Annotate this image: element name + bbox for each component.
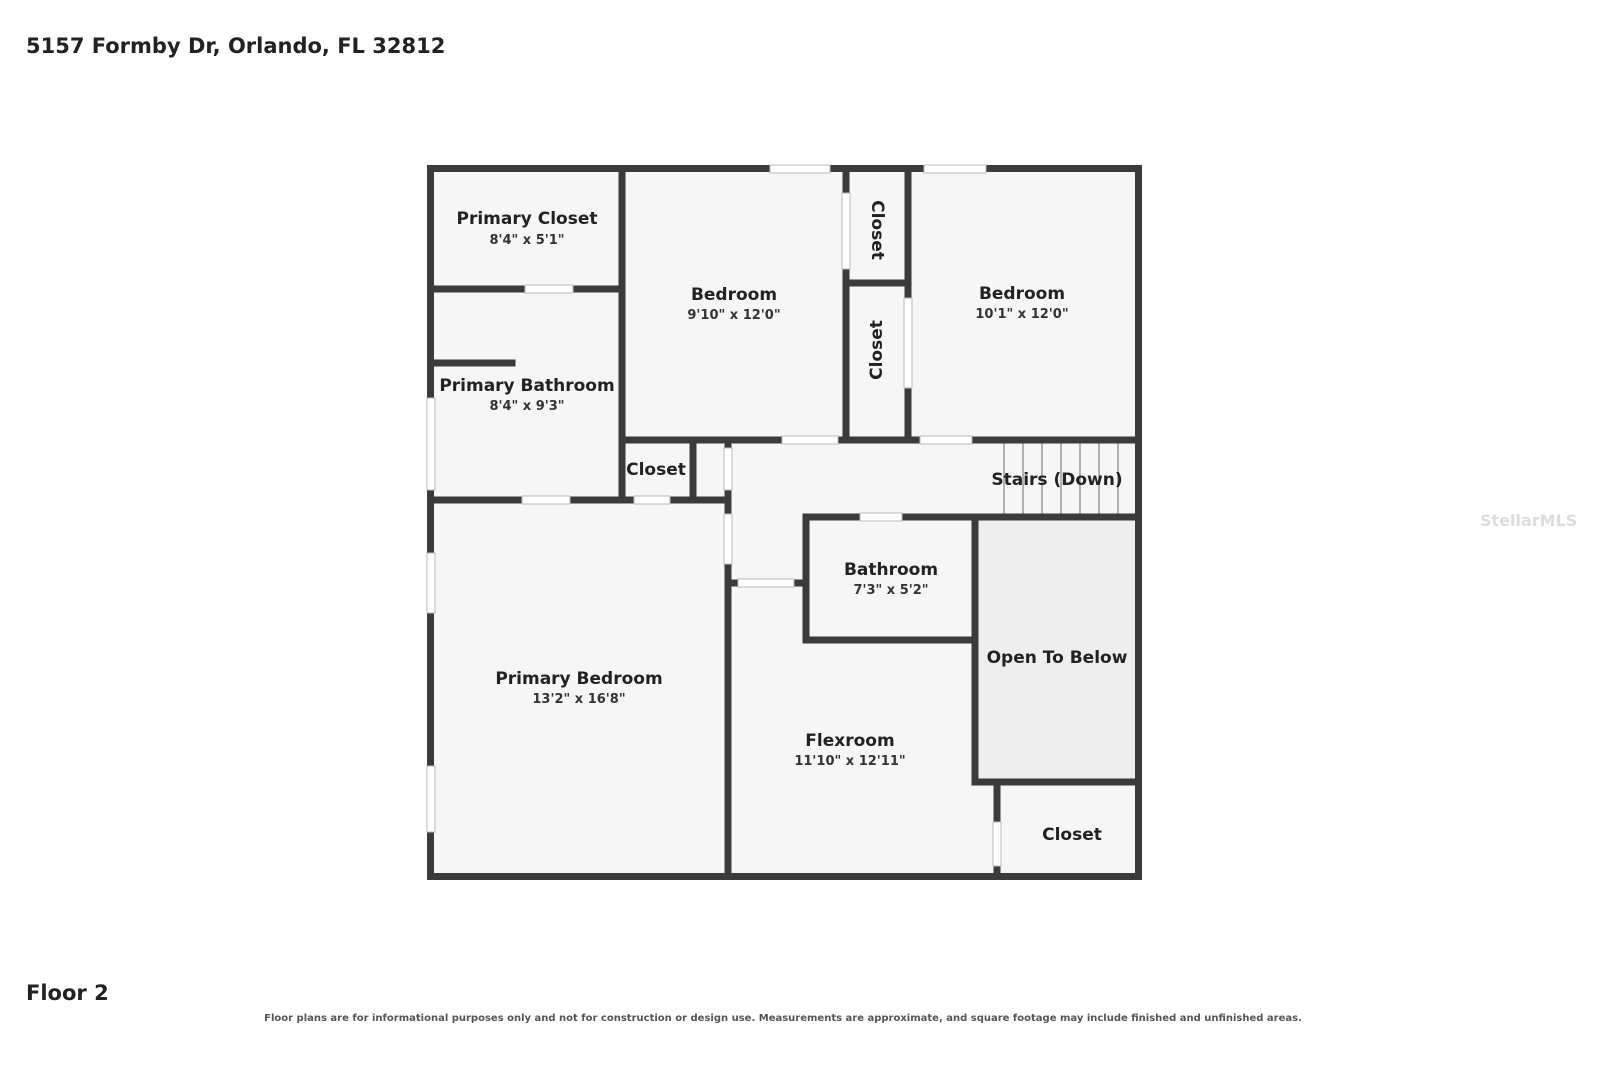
room-name: Bedroom xyxy=(979,284,1065,304)
window xyxy=(426,397,436,491)
doorway xyxy=(737,578,795,588)
room-dimensions: 11'10" x 12'11" xyxy=(794,754,905,769)
room-flexroom: Flexroom 11'10" x 12'11" xyxy=(794,731,905,769)
room-open-to-below: Open To Below xyxy=(987,648,1128,668)
room-dimensions: 10'1" x 12'0" xyxy=(975,307,1068,322)
window xyxy=(426,552,436,614)
room-name: Closet xyxy=(867,200,887,260)
doorway xyxy=(723,513,733,565)
window xyxy=(426,765,436,833)
room-primary-closet: Primary Closet 8'4" x 5'1" xyxy=(457,209,598,248)
doorway xyxy=(633,495,671,505)
room-name: Closet xyxy=(1042,825,1102,845)
room-name: Primary Bathroom xyxy=(439,376,614,396)
room-name: Closet xyxy=(626,460,686,480)
window xyxy=(769,164,831,174)
room-name: Bathroom xyxy=(844,560,938,580)
room-stairs: Stairs (Down) xyxy=(991,470,1122,490)
room-closet-middle: Closet xyxy=(867,320,887,380)
window xyxy=(923,164,987,174)
room-name: Open To Below xyxy=(987,648,1128,668)
room-bedroom-1: Bedroom 9'10" x 12'0" xyxy=(687,285,780,323)
watermark-logo: StellarMLS xyxy=(1480,511,1578,530)
room-primary-bathroom: Primary Bathroom 8'4" x 9'3" xyxy=(439,376,614,414)
room-dimensions: 8'4" x 5'1" xyxy=(489,233,564,248)
room-dimensions: 8'4" x 9'3" xyxy=(489,399,564,414)
room-name: Primary Closet xyxy=(457,209,598,229)
room-name: Primary Bedroom xyxy=(495,669,662,689)
room-dimensions: 13'2" x 16'8" xyxy=(532,692,625,707)
doorway xyxy=(919,435,973,445)
room-primary-bedroom: Primary Bedroom 13'2" x 16'8" xyxy=(495,669,662,707)
openings xyxy=(426,164,1002,867)
doorway xyxy=(992,821,1002,867)
doorway xyxy=(521,495,571,505)
open-to-below-area xyxy=(975,519,1138,781)
stair-treads xyxy=(1003,441,1119,516)
doorway xyxy=(903,297,913,389)
room-name: Stairs (Down) xyxy=(991,470,1122,490)
room-dimensions: 7'3" x 5'2" xyxy=(853,583,928,598)
room-bedroom-2: Bedroom 10'1" x 12'0" xyxy=(975,284,1068,322)
room-dimensions: 9'10" x 12'0" xyxy=(687,308,780,323)
room-name: Closet xyxy=(867,320,887,380)
room-closet-upper: Closet xyxy=(867,200,887,260)
room-name: Bedroom xyxy=(691,285,777,305)
room-name: Flexroom xyxy=(805,731,894,751)
floor-label: Floor 2 xyxy=(26,981,109,1005)
doorway xyxy=(841,192,851,270)
doorway xyxy=(723,447,733,491)
property-address: 5157 Formby Dr, Orlando, FL 32812 xyxy=(26,34,446,58)
room-closet-small: Closet xyxy=(626,460,686,480)
doorway xyxy=(524,284,574,294)
doorway xyxy=(859,512,903,522)
room-bathroom: Bathroom 7'3" x 5'2" xyxy=(844,560,938,598)
doorway xyxy=(781,435,839,445)
room-closet-lower: Closet xyxy=(1042,825,1102,845)
disclaimer: Floor plans are for informational purpos… xyxy=(264,1013,1302,1024)
